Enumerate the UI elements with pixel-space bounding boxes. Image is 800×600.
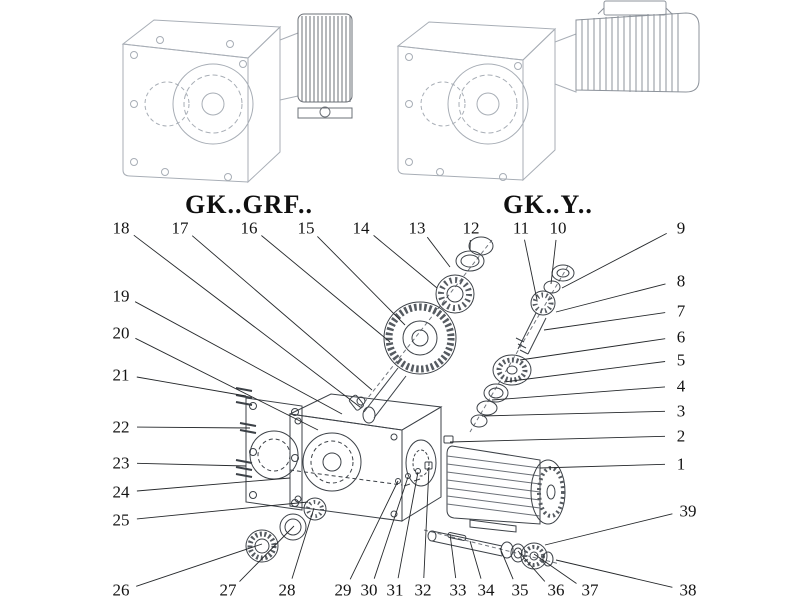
leader-line-11 — [524, 239, 538, 301]
leader-line-4 — [491, 386, 666, 401]
assembled-drawing-gk-grf — [121, 13, 353, 184]
fin-cover — [297, 13, 353, 119]
leader-line-19 — [134, 301, 343, 415]
leader-lines — [133, 233, 673, 588]
leader-line-24 — [136, 477, 291, 492]
leader-line-10 — [550, 239, 557, 285]
assembled-drawing-gk-y — [396, 0, 700, 182]
leader-line-27 — [239, 525, 295, 582]
leader-line-25 — [136, 501, 309, 520]
leader-line-32 — [423, 466, 430, 579]
flange-plate — [245, 397, 303, 511]
leader-line-3 — [481, 410, 666, 417]
leader-line-28 — [291, 507, 315, 579]
leader-line-1 — [539, 463, 666, 469]
motor-drawing — [575, 0, 700, 93]
leader-line-37 — [533, 553, 577, 584]
leader-line-35 — [499, 547, 514, 580]
leader-line-5 — [503, 361, 666, 383]
pinion-assembly — [470, 264, 575, 428]
leader-line-36 — [517, 550, 546, 582]
variant-label-gk-grf: GK..GRF.. — [185, 190, 313, 219]
leader-line-9 — [561, 233, 667, 289]
output-shaft-assembly — [427, 530, 554, 570]
leader-line-30 — [373, 476, 409, 579]
leader-line-39 — [544, 513, 673, 546]
leader-line-31 — [397, 471, 419, 579]
leader-line-17 — [191, 235, 373, 391]
motor-exploded — [443, 435, 566, 533]
leader-line-16 — [261, 235, 391, 343]
leader-line-38 — [555, 559, 673, 588]
motor-fasteners — [395, 461, 433, 487]
leader-line-13 — [426, 236, 451, 268]
leader-line-34 — [469, 540, 482, 579]
leader-line-15 — [317, 236, 406, 326]
housing — [288, 393, 443, 522]
variant-label-gk-y: GK..Y.. — [503, 190, 593, 219]
flange-bolts — [235, 387, 257, 478]
axis-lines — [359, 239, 569, 565]
leader-line-29 — [349, 480, 399, 580]
leader-line-7 — [543, 312, 666, 331]
leader-line-21 — [136, 376, 247, 397]
leader-line-20 — [135, 337, 319, 431]
input-shaft-gear — [348, 236, 494, 424]
leader-line-26 — [136, 543, 263, 587]
leader-line-22 — [136, 426, 251, 429]
leader-line-14 — [373, 235, 438, 289]
leader-line-18 — [133, 234, 361, 408]
leader-line-33 — [449, 533, 457, 579]
exploded-view — [235, 236, 575, 570]
leader-line-2 — [449, 435, 666, 443]
leader-line-6 — [519, 338, 666, 361]
leader-line-8 — [555, 283, 666, 313]
leader-line-23 — [136, 462, 247, 467]
